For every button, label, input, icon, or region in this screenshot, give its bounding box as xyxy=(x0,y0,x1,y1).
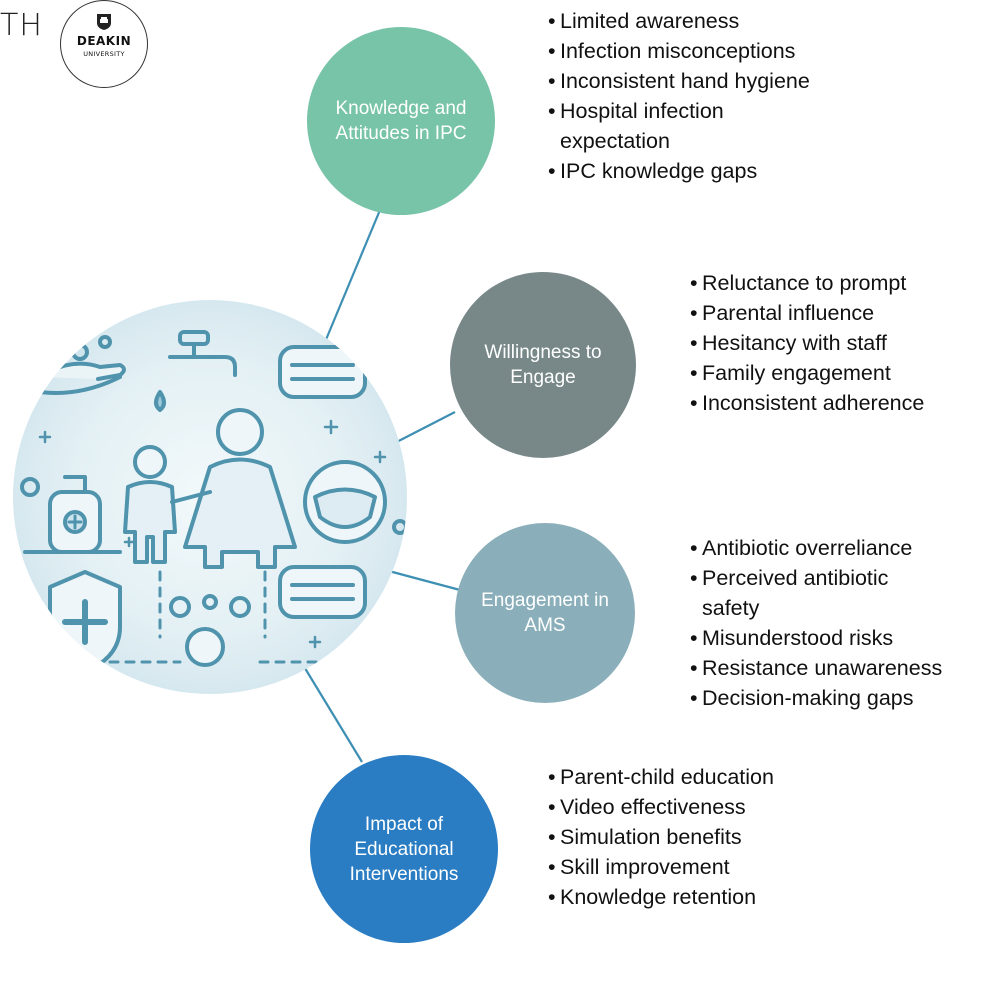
theme-circle-willingness-to-engage: Willingness to Engage xyxy=(450,272,636,458)
logo-name: DEAKIN xyxy=(76,34,132,48)
list-item: Family engagement xyxy=(690,358,990,388)
theme-label: Engagement in AMS xyxy=(481,590,609,636)
bubbles-icon xyxy=(169,594,251,667)
bullet-list-educational: Parent-child education Video effectivene… xyxy=(548,762,878,912)
child-parent-icon xyxy=(123,408,297,569)
shield-logo-icon xyxy=(97,14,111,30)
shield-cross-icon xyxy=(48,570,122,674)
list-item: Inconsistent adherence xyxy=(690,388,990,418)
list-item: Video effectiveness xyxy=(548,792,878,822)
list-item: Reluctance to prompt xyxy=(690,268,990,298)
header-partial-text: TH xyxy=(0,8,43,43)
theme-label: Impact of Educational Interventions xyxy=(349,813,459,885)
list-item: Infection misconceptions xyxy=(548,36,878,66)
theme-label: Willingness to Engage xyxy=(484,342,602,388)
face-mask-circle-icon xyxy=(303,460,387,544)
list-item: Perceived antibiotic safety xyxy=(690,563,902,623)
list-item: Hospital infection expectation xyxy=(548,96,775,156)
connector-3 xyxy=(384,568,461,592)
list-item: Simulation benefits xyxy=(548,822,878,852)
list-item: Resistance unawareness xyxy=(690,653,995,683)
theme-circle-knowledge-attitudes: Knowledge and Attitudes in IPC xyxy=(307,27,495,215)
connector-1 xyxy=(318,209,382,355)
list-item: IPC knowledge gaps xyxy=(548,156,878,186)
list-item: Knowledge retention xyxy=(548,882,878,912)
bullet-list-knowledge-attitudes: Limited awareness Infection misconceptio… xyxy=(548,6,878,186)
theme-circle-engagement-in-ams: Engagement in AMS xyxy=(455,523,635,703)
list-item: Parent-child education xyxy=(548,762,878,792)
bullet-list-willingness: Reluctance to prompt Parental influence … xyxy=(690,268,990,418)
soap-dispenser-icon xyxy=(23,475,122,554)
connector-4 xyxy=(299,659,363,763)
list-item: Parental influence xyxy=(690,298,990,328)
faucet-icon xyxy=(154,330,237,412)
theme-circle-educational-interventions: Impact of Educational Interventions xyxy=(310,755,498,943)
list-item: Limited awareness xyxy=(548,6,878,36)
list-item: Inconsistent hand hygiene xyxy=(548,66,878,96)
list-item: Decision-making gaps xyxy=(690,683,995,713)
mask-icon xyxy=(278,345,367,399)
list-item: Misunderstood risks xyxy=(690,623,995,653)
mask-icon xyxy=(278,565,367,619)
center-illustration xyxy=(13,300,407,694)
deakin-logo: DEAKIN UNIVERSITY xyxy=(60,0,148,88)
list-item: Skill improvement xyxy=(548,852,878,882)
list-item: Antibiotic overreliance xyxy=(690,533,995,563)
theme-label: Knowledge and Attitudes in IPC xyxy=(335,98,467,144)
logo-sub: UNIVERSITY xyxy=(83,50,125,58)
bullet-list-ams: Antibiotic overreliance Perceived antibi… xyxy=(690,533,995,713)
list-item: Hesitancy with staff xyxy=(690,328,990,358)
